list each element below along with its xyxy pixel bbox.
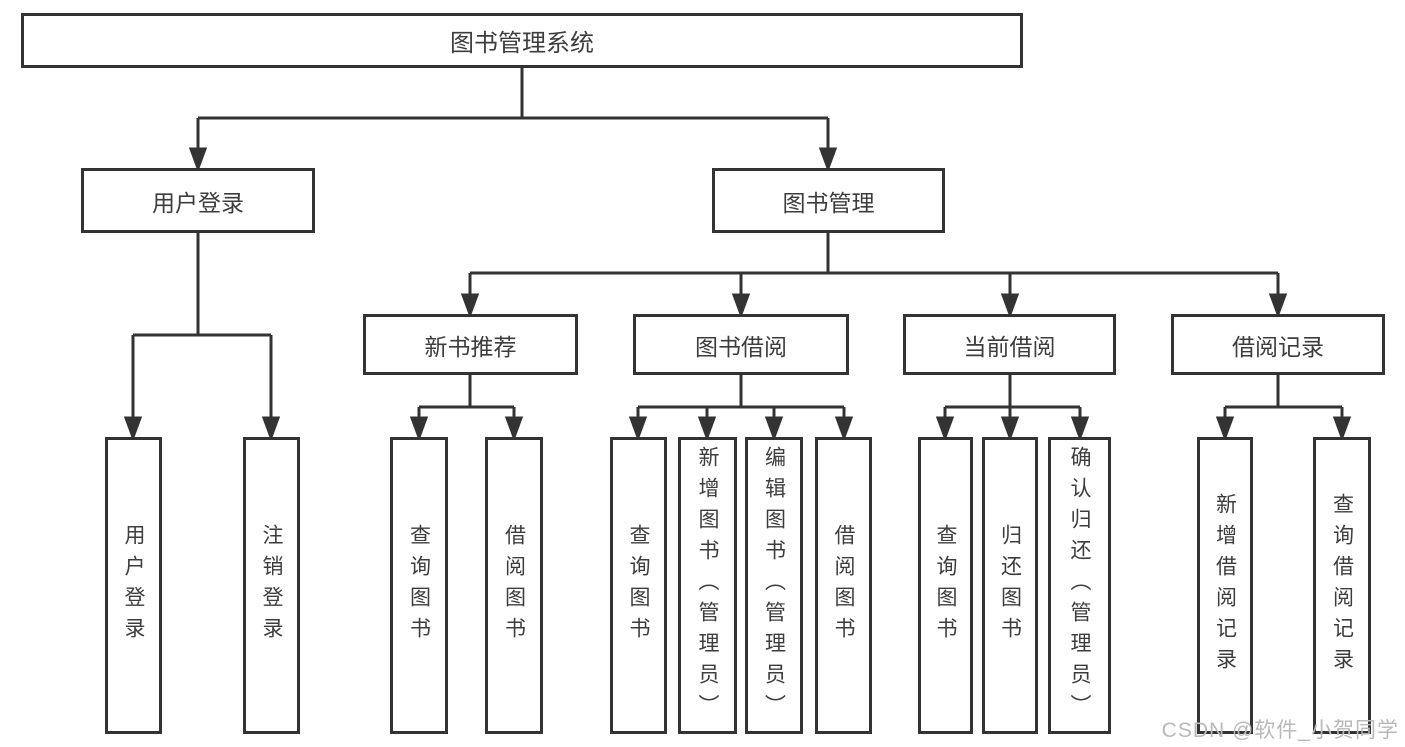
node-label: 当前借阅 [963,333,1056,360]
leaf-query-borrow-record: 查询借阅记录 [1313,437,1371,734]
connector-borrow-record [1225,375,1342,409]
node-borrowing-records: 借阅记录 [1171,314,1385,375]
csdn-watermark: CSDN @软件_小贺同学 [1161,719,1399,742]
connector-new-book [419,375,514,409]
leaf-label: 新增图书（管理员） [696,446,719,725]
leaf-query-books-current: 查询图书 [918,437,973,734]
node-book-borrowing: 图书借阅 [633,314,849,375]
leaf-label: 查询图书 [627,523,650,648]
connector-book-borrow [638,375,844,409]
connector-book-mgmt [470,233,1278,275]
leaf-borrow-books-newbook: 借阅图书 [485,437,543,734]
leaf-return-books: 归还图书 [982,437,1038,734]
leaf-add-books-admin: 新增图书（管理员） [678,437,737,734]
leaf-confirm-return-admin: 确认归还（管理员） [1048,437,1111,734]
leaf-label: 查询图书 [934,523,957,648]
connector-root [198,68,828,120]
leaf-label: 归还图书 [998,523,1022,648]
leaf-query-books-newbook: 查询图书 [390,437,448,734]
leaf-query-books-borrowing: 查询图书 [610,437,667,734]
leaf-label: 编辑图书（管理员） [762,446,786,725]
leaf-logout: 注销登录 [243,437,300,734]
node-library-management-system: 图书管理系统 [21,13,1023,68]
leaf-label: 新增借阅记录 [1213,492,1237,679]
leaf-edit-books-admin: 编辑图书（管理员） [745,437,803,734]
node-user-login: 用户登录 [81,168,315,233]
connector-user-login [133,233,271,337]
leaf-label: 注销登录 [260,523,283,648]
leaf-label: 查询借阅记录 [1330,492,1354,679]
connector-current-borrow [945,375,1080,409]
node-new-book-recommend: 新书推荐 [363,314,578,375]
node-label: 借阅记录 [1232,333,1324,360]
leaf-label: 借阅图书 [502,523,526,648]
leaf-label: 查询图书 [407,523,431,648]
leaf-label: 用户登录 [122,523,145,648]
node-label: 图书管理系统 [450,30,594,57]
node-current-borrowing: 当前借阅 [903,314,1116,375]
node-label: 图书管理 [782,189,875,216]
leaf-add-borrow-record: 新增借阅记录 [1197,437,1253,734]
leaf-label: 借阅图书 [832,523,855,648]
node-book-management: 图书管理 [712,168,945,233]
node-label: 图书借阅 [695,333,787,360]
node-label: 用户登录 [152,189,244,216]
leaf-user-login: 用户登录 [105,437,162,734]
leaf-label: 确认归还（管理员） [1068,446,1091,725]
node-label: 新书推荐 [424,333,517,360]
leaf-borrow-books-borrowing: 借阅图书 [815,437,872,734]
